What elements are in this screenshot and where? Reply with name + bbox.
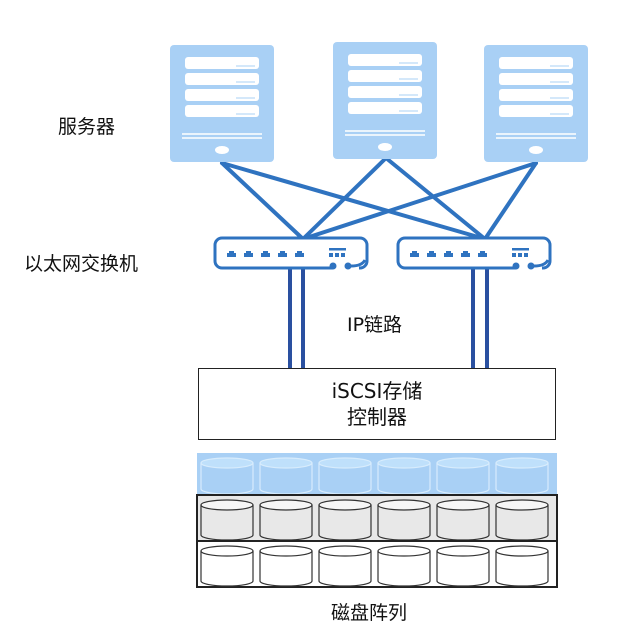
disk-top (377, 457, 431, 469)
network-link (301, 156, 388, 241)
ethernet-port-icon (427, 251, 436, 257)
switch-status-icon (335, 253, 339, 257)
switch-cable (350, 259, 367, 268)
network-link (301, 161, 538, 241)
server-drive-bay (499, 73, 573, 85)
server-drive-bay (348, 102, 422, 114)
ethernet-port-icon (244, 251, 253, 257)
network-link (483, 161, 538, 241)
switch-2 (396, 236, 552, 272)
servers-label: 服务器 (58, 116, 116, 138)
disk-array-label: 磁盘阵列 (331, 602, 408, 624)
disk-top (495, 499, 549, 511)
disk-top (259, 457, 313, 469)
disk-icon (318, 551, 372, 587)
disk-top (436, 545, 490, 557)
server-drive-bay (185, 105, 259, 117)
switch-1 (213, 236, 369, 272)
disk-row-white (196, 540, 558, 588)
switch-status-icon (341, 253, 345, 257)
server-drive-bay (185, 89, 259, 101)
server-drive-bay (348, 54, 422, 66)
disk-top (200, 457, 254, 469)
switch-cable (533, 259, 550, 268)
switch-led-icon (344, 262, 352, 270)
disk-top (495, 545, 549, 557)
server-2 (333, 42, 437, 159)
ethernet-port-icon (227, 251, 236, 257)
ethernet-port-icon (261, 251, 270, 257)
disk-top (436, 457, 490, 469)
disk-icon (200, 551, 254, 587)
disk-top (200, 545, 254, 557)
ethernet-port-icon (410, 251, 419, 257)
switch-led-icon (512, 262, 520, 270)
server-drive-bay (185, 73, 259, 85)
disk-icon (495, 551, 549, 587)
iscsi-controller: iSCSI存储 控制器 (198, 368, 556, 440)
disk-top (318, 499, 372, 511)
switch-status-icon (512, 253, 516, 257)
power-button-icon (378, 143, 392, 151)
switches-label: 以太网交换机 (24, 253, 139, 275)
switch-status-icon (518, 253, 522, 257)
disk-top (318, 545, 372, 557)
controller-label-line1: iSCSI存储 (331, 379, 423, 403)
disk-top (259, 499, 313, 511)
ethernet-port-icon (278, 251, 287, 257)
network-link (384, 156, 487, 241)
power-button-icon (529, 146, 543, 154)
server-drive-bay (499, 89, 573, 101)
server-drive-bay (499, 57, 573, 69)
power-button-icon (215, 146, 229, 154)
switch-status-icon (329, 253, 333, 257)
network-link (220, 161, 305, 241)
server-1 (170, 45, 274, 162)
switch-led-icon (329, 262, 337, 270)
server-drive-bay (348, 70, 422, 82)
controller-label-line2: 控制器 (347, 405, 407, 429)
switch-body (396, 236, 552, 270)
ethernet-port-icon (295, 251, 304, 257)
ethernet-port-icon (444, 251, 453, 257)
server-drive-bay (348, 86, 422, 98)
disk-top (318, 457, 372, 469)
switch-led-icon (527, 262, 535, 270)
switch-status-icon (524, 253, 528, 257)
disk-icon (436, 551, 490, 587)
disk-top (259, 545, 313, 557)
disk-top (200, 499, 254, 511)
disk-icon (259, 551, 313, 587)
ip-link-label: IP链路 (347, 314, 403, 336)
disk-row-blue (197, 453, 557, 495)
disk-top (377, 499, 431, 511)
disk-icon (377, 551, 431, 587)
server-3 (484, 45, 588, 162)
ethernet-port-icon (478, 251, 487, 257)
disk-row-gray (196, 494, 558, 542)
switch-status-icon (329, 248, 346, 251)
disk-top (495, 457, 549, 469)
ethernet-port-icon (461, 251, 470, 257)
disk-top (436, 499, 490, 511)
server-drive-bay (499, 105, 573, 117)
switch-status-icon (512, 248, 529, 251)
server-drive-bay (185, 57, 259, 69)
disk-top (377, 545, 431, 557)
network-link (220, 161, 487, 241)
switch-body (213, 236, 369, 270)
